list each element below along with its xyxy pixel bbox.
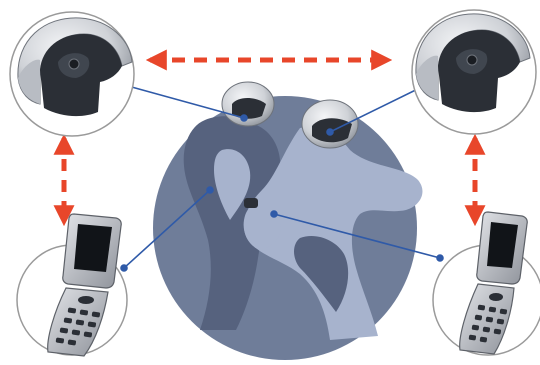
callout-dot: [121, 265, 127, 271]
callout-dot: [241, 115, 247, 121]
left-helmet-node: [10, 12, 134, 136]
callout-dot: [327, 129, 333, 135]
rider-hand-device: [244, 198, 258, 208]
left-phone-node: [17, 214, 127, 356]
right-helmet-node: [412, 10, 536, 134]
callout-dot: [271, 211, 277, 217]
front-rider-helmet-icon: [302, 100, 358, 148]
callout-dot: [437, 255, 443, 261]
right-phone-node: [433, 212, 540, 355]
callout-dot: [207, 187, 213, 193]
rear-rider-helmet-icon: [222, 82, 274, 126]
riders-illustration: [153, 82, 422, 360]
